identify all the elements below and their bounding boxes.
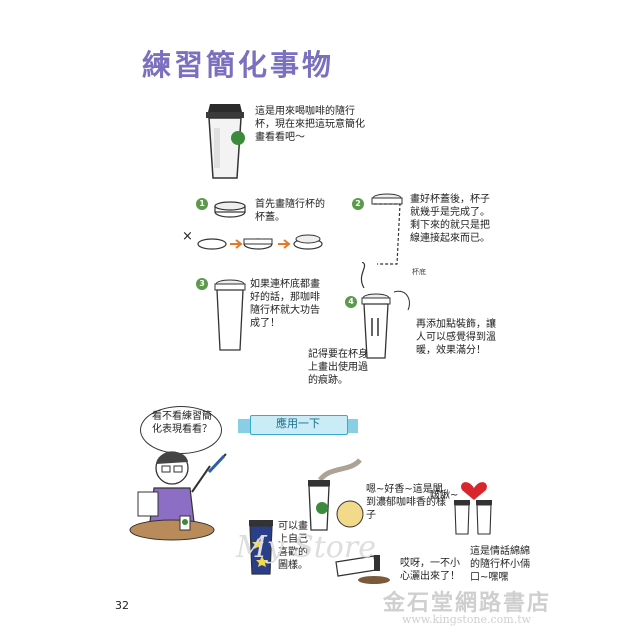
apply-ribbon: 應用一下	[238, 412, 358, 436]
cup-lid-drawing	[214, 201, 246, 218]
decorated-cup-drawing	[360, 262, 410, 359]
page-title: 練習簡化事物	[142, 48, 335, 82]
page-number: 32	[115, 599, 129, 612]
watermark-store-name: 金石堂網路書店	[383, 590, 552, 616]
step-4-badge: 4	[345, 296, 357, 308]
pen-icon	[207, 453, 227, 474]
spilled-cup-illustration	[335, 555, 390, 584]
couple-example-text: 這是情話綿綿的隨行杯小倆口~嘿嘿	[470, 546, 530, 583]
step-1-text: 首先畫隨行杯的杯蓋。	[255, 199, 325, 223]
step-1-badge: 1	[196, 198, 208, 210]
completed-cup-drawing	[214, 279, 246, 351]
intro-text: 這是用來喝咖啡的隨行杯，現在來把這玩意簡化畫看看吧～	[255, 106, 365, 143]
cross-mark: ×	[182, 229, 193, 244]
speech-bubble-text: 看不看練習簡化表現看看？	[152, 411, 212, 435]
watermark-url: www.kingstone.com.tw	[402, 613, 532, 626]
step-3-text: 如果連杯底都畫好的話，那咖啡隨行杯就大功告成了！	[250, 279, 320, 329]
lid-sequence-drawing	[197, 234, 323, 250]
kiss-sound-text: 啵啾~	[430, 490, 459, 501]
travel-mug-illustration	[206, 104, 245, 179]
couple-cups-illustration	[454, 482, 492, 535]
spill-example-text: 哎呀，一不小心灑出來了！	[400, 558, 460, 582]
step-2-text: 畫好杯蓋後，杯子就幾乎是完成了。剩下來的就只是把線連接起來而已。	[410, 194, 490, 244]
watermark-logo: My Store	[236, 530, 376, 565]
cup-outline-drawing	[371, 193, 403, 265]
cup-bottom-label: 杯底	[412, 268, 426, 276]
step-2-badge: 2	[352, 198, 364, 210]
step-3-badge: 3	[196, 278, 208, 290]
artist-character-illustration	[129, 451, 215, 541]
trace-note: 記得要在杯身上畫出使用過的痕跡。	[308, 349, 368, 386]
custom-pattern-cup-illustration	[249, 520, 273, 575]
apply-ribbon-label: 應用一下	[276, 417, 320, 430]
smell-example-text: 嗯~好香~這是聞到濃郁咖啡香的樣子	[366, 484, 446, 521]
custom-example-text: 可以畫上自己喜歡的圖樣。	[278, 521, 308, 571]
step-4-text: 再添加點裝飾，讓人可以感覺得到溫暖，效果滿分！	[416, 319, 496, 356]
speech-bubble	[140, 406, 222, 454]
smelling-cup-illustration	[308, 458, 364, 531]
